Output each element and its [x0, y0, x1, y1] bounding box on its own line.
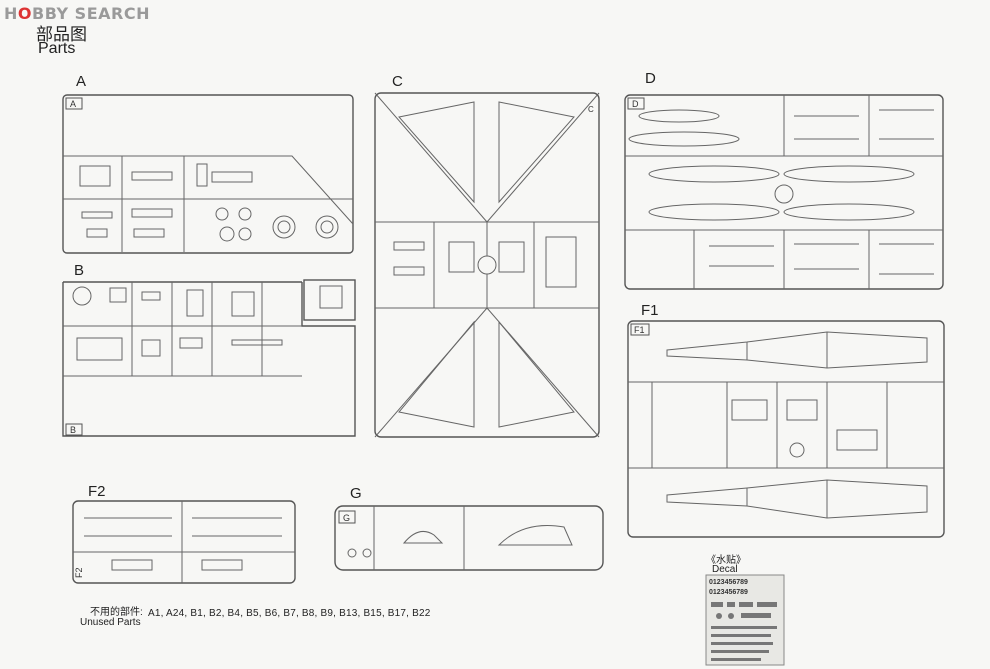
decal-label-en: Decal: [712, 564, 738, 575]
decal-serial-2: 0123456789: [709, 589, 748, 596]
unused-parts-label-cn: 不用的部件:: [90, 607, 143, 618]
logo-text-suffix: BBY SEARCH: [32, 4, 150, 23]
sprue-label-a: A: [76, 73, 87, 90]
decal-serial-1: 0123456789: [709, 579, 748, 586]
sprue-g-diagram: G: [334, 505, 604, 571]
sprue-label-g: G: [350, 485, 362, 502]
sprue-c-diagram: C: [374, 92, 600, 438]
sprue-g-tag: G: [343, 513, 350, 523]
hobby-search-logo: HOBBY SEARCH: [4, 4, 150, 23]
sprue-d-tag: D: [632, 99, 639, 109]
sprue-f1-diagram: F1: [627, 320, 945, 538]
sprue-a-tag: A: [70, 99, 76, 109]
decal-sheet: 0123456789 0123456789: [705, 574, 785, 666]
sprue-label-d: D: [645, 70, 656, 87]
sprue-b-diagram: B: [62, 279, 356, 437]
unused-parts-label-en: Unused Parts: [80, 617, 141, 628]
logo-text-o: O: [17, 4, 32, 23]
sprue-b-tag: B: [70, 425, 76, 435]
decal-label-cn: 《水贴》: [706, 555, 746, 566]
unused-parts-list: A1, A24, B1, B2, B4, B5, B6, B7, B8, B9,…: [148, 608, 431, 619]
sprue-f1-tag: F1: [634, 325, 645, 335]
logo-text-prefix: H: [4, 4, 18, 23]
sprue-f2-tag: F2: [74, 567, 84, 578]
sprue-c-tag: C: [588, 105, 594, 114]
sprue-a-diagram: A: [62, 94, 354, 254]
page-title-cn: 部品图: [36, 25, 87, 44]
sprue-label-b: B: [74, 262, 85, 279]
sprue-d-diagram: D: [624, 94, 944, 290]
sprue-label-f2: F2: [88, 483, 106, 500]
page-title-en: Parts: [38, 40, 76, 57]
sprue-label-f1: F1: [641, 302, 659, 319]
sprue-label-c: C: [392, 73, 403, 90]
sprue-f2-diagram: F2: [72, 500, 296, 584]
